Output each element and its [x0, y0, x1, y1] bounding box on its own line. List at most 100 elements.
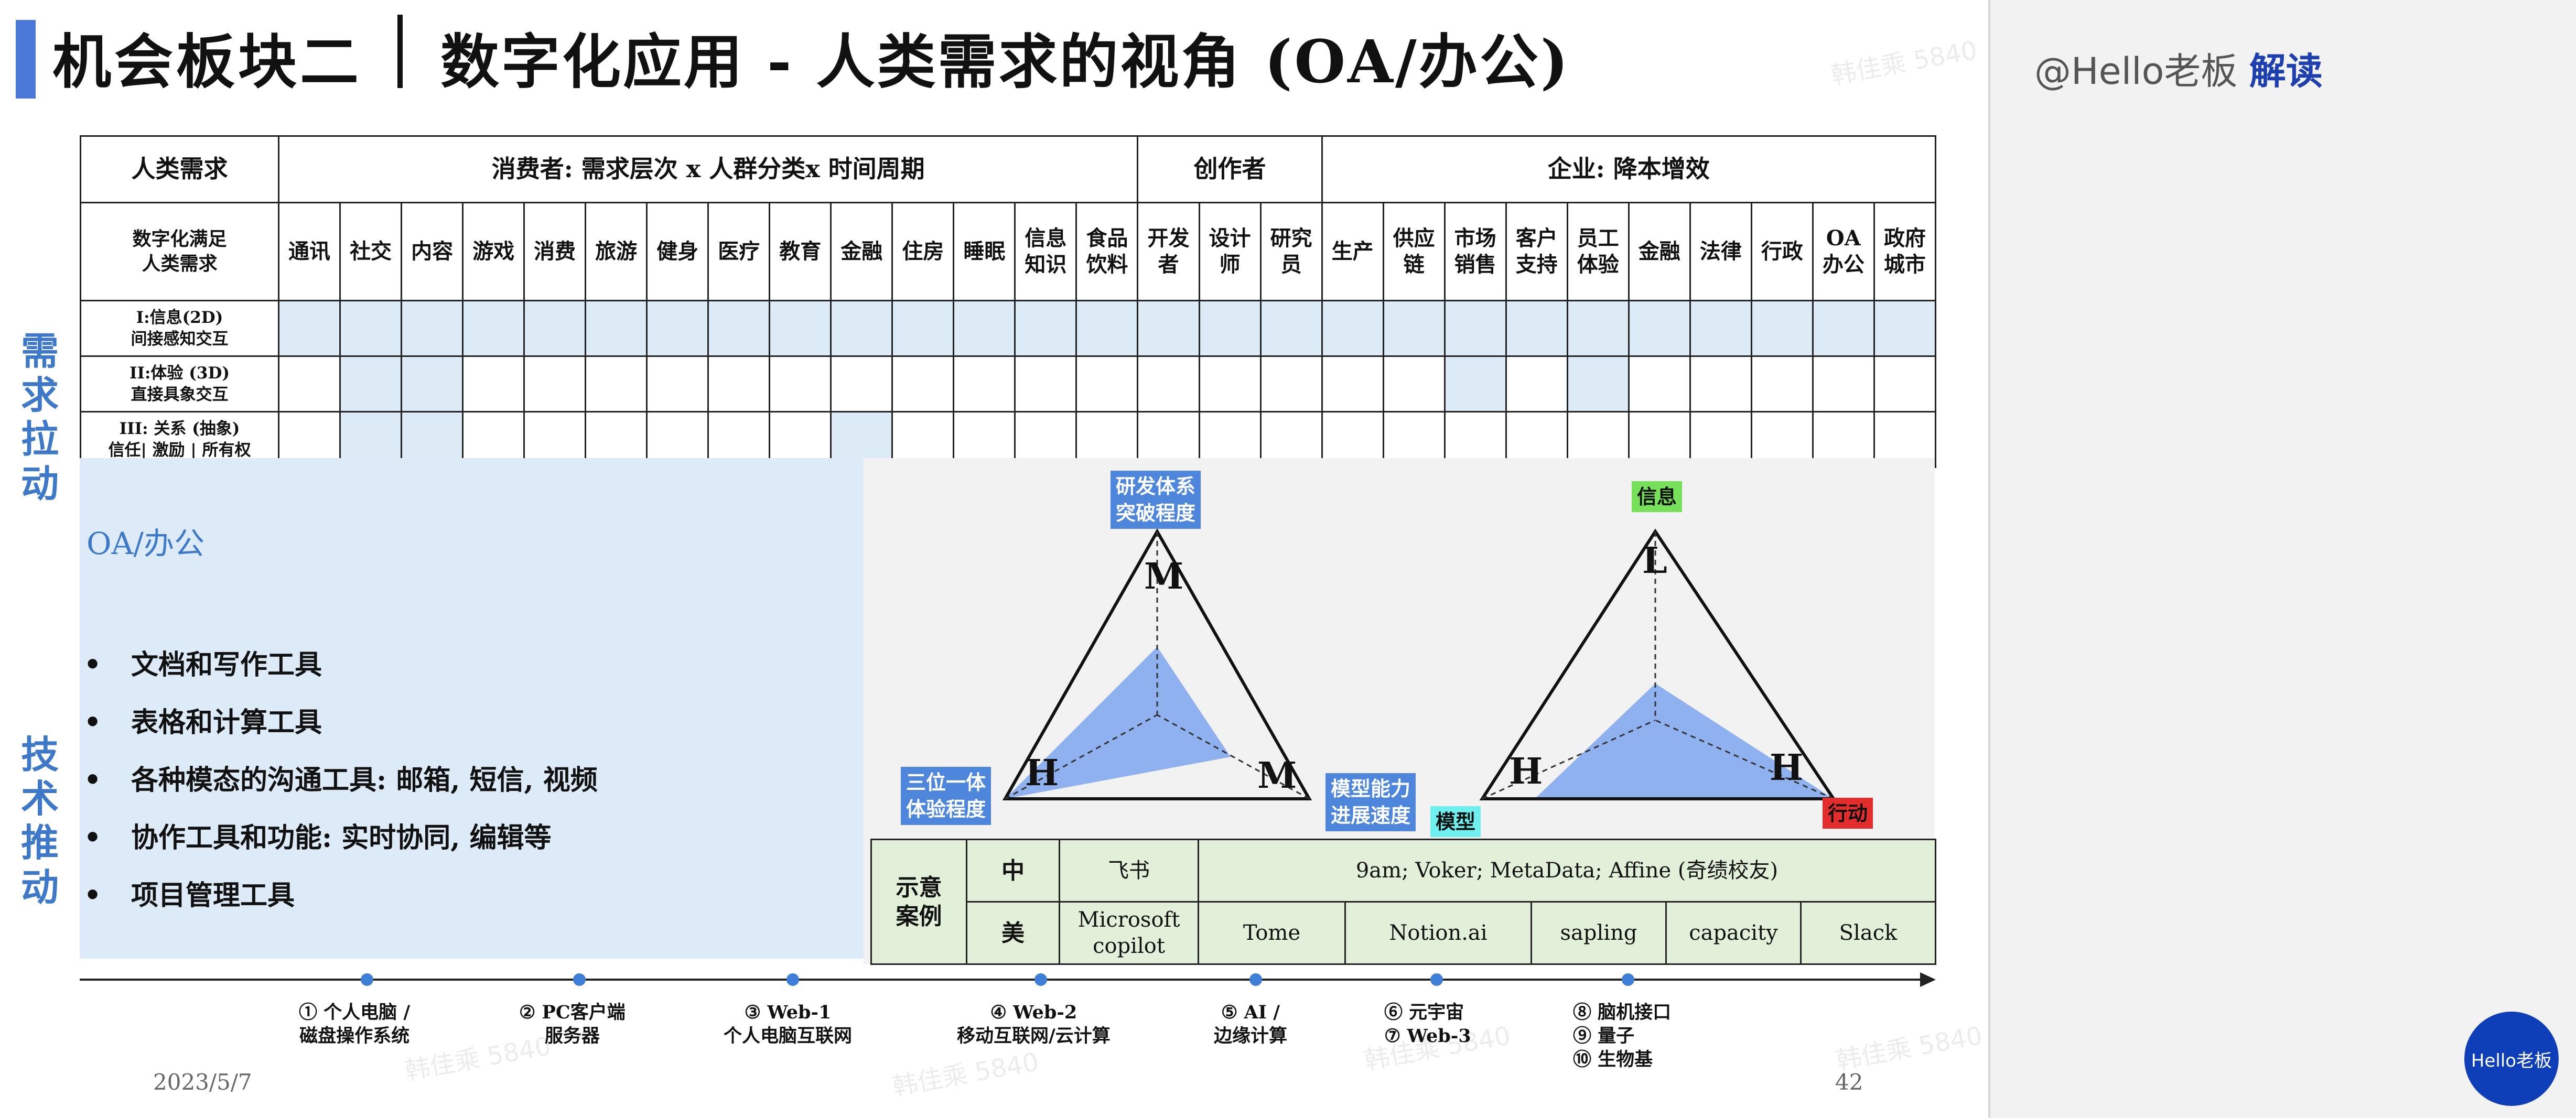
timeline-dot — [1430, 973, 1443, 986]
timeline-label: ⑥ 元宇宙 ⑦ Web-3 — [1384, 1002, 1471, 1047]
timeline-dot — [1622, 973, 1634, 986]
matrix-cell — [1014, 355, 1077, 413]
matrix-cell — [1075, 355, 1139, 413]
column-header: 信息 知识 — [1014, 202, 1077, 301]
matrix-cell — [830, 300, 893, 357]
matrix-cell — [646, 300, 709, 357]
triangle1-top-letter: M — [1144, 556, 1184, 598]
timeline-label: ⑤ AI / 边缘计算 — [1214, 1002, 1288, 1047]
case-us-item: Microsoft copilot — [1059, 901, 1199, 965]
oa-panel-title: OA/办公 — [87, 526, 204, 561]
matrix-cell — [1689, 300, 1752, 357]
matrix-cell — [769, 355, 832, 413]
side-panel — [1988, 0, 2576, 1118]
matrix-cell — [1443, 300, 1507, 357]
timeline-label: ③ Web-1 个人电脑互联网 — [724, 1002, 853, 1047]
matrix-cell — [277, 300, 341, 357]
triangle2-top-tag: 信息 — [1632, 481, 1683, 513]
watermark: 韩佳乘 5840 — [890, 1047, 1041, 1102]
matrix-cell — [646, 355, 709, 413]
triangle2-right-letter: H — [1770, 747, 1804, 789]
matrix-cell — [1198, 300, 1262, 357]
cases-label: 示意 案例 — [870, 839, 967, 965]
matrix-cell — [1321, 300, 1384, 357]
needs-matrix: 人类需求 消费者: 需求层次 x 人群分类x 时间周期 创作者 企业: 降本增效… — [80, 135, 1937, 468]
column-header: 行政 — [1750, 202, 1814, 301]
matrix-cell — [523, 300, 587, 357]
level-label: II:体验 (3D) 直接具象交互 — [80, 355, 279, 413]
hello-boss-logo[interactable]: Hello老板 — [2464, 1012, 2559, 1106]
timeline-dot — [786, 973, 799, 986]
matrix-cell — [1137, 355, 1200, 413]
timeline-dot — [1034, 973, 1047, 986]
column-header: 住房 — [891, 202, 955, 301]
bullet-item: •表格和计算工具 — [84, 707, 322, 739]
bullet-item: •文档和写作工具 — [84, 649, 322, 681]
triangle1-right-tag: 模型能力 进展速度 — [1325, 773, 1416, 831]
slide: 韩佳乘 5840 韩佳乘 5840 韩佳乘 5840 韩佳乘 5840 韩佳乘 … — [16, 15, 1985, 1102]
matrix-cell — [462, 355, 525, 413]
oa-panel — [80, 458, 864, 959]
matrix-cell — [523, 355, 587, 413]
header-human-need: 人类需求 — [80, 135, 279, 203]
matrix-cell — [1382, 300, 1446, 357]
triangle2-radar-fill — [1535, 683, 1834, 799]
matrix-cell — [953, 300, 1016, 357]
case-us-item: Slack — [1800, 901, 1936, 965]
case-cn-rest: 9am; Voker; MetaData; Affine (奇绩校友) — [1198, 839, 1936, 903]
timeline-dot — [573, 973, 586, 986]
cases-cn-label: 中 — [966, 839, 1060, 903]
title-accent-bar — [16, 20, 36, 99]
matrix-cell — [707, 355, 771, 413]
triangle2-right-tag: 行动 — [1823, 798, 1873, 829]
column-header: 内容 — [401, 202, 464, 301]
attribution: @Hello老板 解读 — [2034, 50, 2323, 93]
column-header: 法律 — [1689, 202, 1752, 301]
timeline-label: ② PC客户端 服务器 — [519, 1002, 626, 1047]
column-header: 客户 支持 — [1505, 202, 1568, 301]
triangle2-top-letter: L — [1642, 540, 1667, 582]
triangle2-left-letter: H — [1509, 751, 1543, 793]
triangle2-bottom-left-tag: 模型 — [1430, 806, 1481, 838]
side-label-demand: 需求拉动 — [20, 329, 59, 506]
triangle1-left-letter: H — [1025, 752, 1059, 794]
side-label-tech: 技术推动 — [20, 732, 59, 909]
timeline-label: ⑧ 脑机接口 ⑨ 量子 ⑩ 生物基 — [1573, 1002, 1672, 1070]
matrix-cell — [339, 355, 403, 413]
matrix-cell — [1321, 355, 1384, 413]
case-us-item: Tome — [1198, 901, 1346, 965]
matrix-cell — [462, 300, 525, 357]
column-header: 研究 员 — [1259, 202, 1323, 301]
page-subtitle: 数字化应用 - 人类需求的视角 (OA/办公) — [440, 28, 1570, 96]
timeline-arrow — [1920, 972, 1936, 987]
case-cn-first: 飞书 — [1059, 839, 1199, 903]
cases-us-label: 美 — [966, 901, 1060, 965]
page-number: 42 — [1835, 1069, 1863, 1095]
matrix-cell — [1259, 300, 1323, 357]
timeline-label: ④ Web-2 移动互联网/云计算 — [957, 1002, 1111, 1047]
column-header: 金融 — [830, 202, 893, 301]
matrix-cell — [585, 355, 648, 413]
case-us-item: capacity — [1665, 901, 1802, 965]
matrix-cell — [830, 355, 893, 413]
column-header: 食品 饮料 — [1075, 202, 1139, 301]
level-label: I:信息(2D) 间接感知交互 — [80, 300, 279, 357]
column-header: 健身 — [646, 202, 709, 301]
matrix-cell — [277, 355, 341, 413]
matrix-cell — [1137, 300, 1200, 357]
matrix-cell — [1382, 355, 1446, 413]
matrix-cell — [1443, 355, 1507, 413]
matrix-cell — [1812, 355, 1875, 413]
page-title: 机会板块二 — [52, 28, 362, 96]
matrix-cell — [769, 300, 832, 357]
triangle1-left-tag: 三位一体 体验程度 — [901, 767, 991, 825]
matrix-cell — [401, 300, 464, 357]
column-header: 金融 — [1627, 202, 1691, 301]
triangle2-outline — [1479, 528, 1837, 800]
column-header: 市场 销售 — [1443, 202, 1507, 301]
bullet-item: •协作工具和功能: 实时协同, 编辑等 — [84, 822, 552, 854]
header-creator: 创作者 — [1137, 135, 1323, 203]
column-header: 社交 — [339, 202, 403, 301]
matrix-cell — [891, 355, 955, 413]
matrix-cell — [1505, 300, 1568, 357]
